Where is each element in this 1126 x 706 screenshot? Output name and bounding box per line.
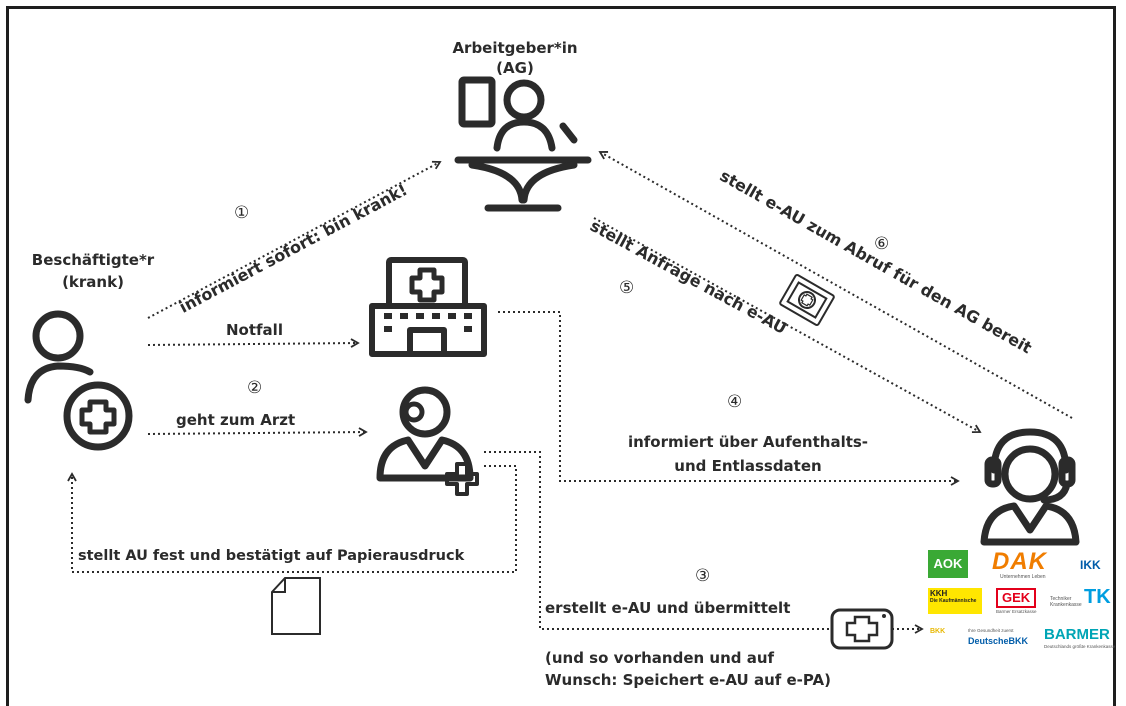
hospital-icon <box>369 257 487 357</box>
employee-label-line2: (krank) <box>62 273 124 291</box>
arrow-step5-employer-to-insurer <box>593 217 982 434</box>
employer-label-line1: Arbeitgeber*in <box>452 39 578 57</box>
dak-logo: DAK <box>992 548 1047 575</box>
step4-number: ④ <box>727 392 743 412</box>
employer-label-line2: (AG) <box>496 59 534 77</box>
sick-employee-icon <box>24 310 133 451</box>
kkh-name: KKH <box>930 589 948 598</box>
step3-number: ③ <box>695 566 711 586</box>
insurer-agent-icon <box>980 428 1080 546</box>
arrow-step6-insurer-to-employer <box>598 151 1073 419</box>
ikk-logo: IKK <box>1080 558 1101 572</box>
gek-subtitle: Barmer Ersatzkasse <box>996 609 1037 614</box>
gek-logo: GEK <box>996 588 1037 608</box>
kkh-subtitle: Die Kaufmännische <box>930 598 977 604</box>
employee-label-line1: Beschäftigte*r <box>31 251 155 269</box>
arrow-emergency-to-hospital <box>147 338 360 348</box>
step6-number: ⑥ <box>874 234 890 254</box>
barmer-subtitle: Deutschlands größte Krankenkasse <box>1044 644 1116 649</box>
step2-number: ② <box>247 378 263 398</box>
aok-logo: AOK <box>928 550 968 578</box>
e-au-document-icon <box>779 274 835 326</box>
e-au-card-icon <box>830 608 894 650</box>
kkh-logo: KKH Die Kaufmännische <box>928 588 982 614</box>
dak-subtitle: Unternehmen Leben <box>1000 574 1046 580</box>
doctor-icon <box>376 386 479 496</box>
arrow-step2-to-doctor <box>147 427 368 437</box>
arrow-step1-to-employer <box>147 160 442 319</box>
deutsche-bkk-subtitle: Ihre Gesundheit zuerst <box>968 628 1014 633</box>
tk-logo: TK <box>1084 586 1111 608</box>
step2-label: geht zum Arzt <box>176 411 296 429</box>
barmer-logo: BARMER <box>1044 626 1110 643</box>
step3-label: erstellt e-AU und übermittelt <box>545 599 791 617</box>
arrow-hospital-to-insurer <box>498 311 960 486</box>
step4-label-line1: informiert über Aufenthalts- <box>627 433 869 451</box>
step5-number: ⑤ <box>619 278 635 298</box>
bkk-logo: BKK <box>930 628 946 635</box>
step4-label-line2: und Entlassdaten <box>674 457 822 475</box>
step1-number: ① <box>234 203 250 223</box>
arrow-doctor-to-employee-paper <box>67 465 517 573</box>
paper-confirmation-label: stellt AU fest und bestätigt auf Papiera… <box>78 548 465 564</box>
emergency-label: Notfall <box>226 321 283 339</box>
paper-document-icon <box>271 577 321 635</box>
step3-note-line1: (und so vorhanden und auf <box>545 649 775 667</box>
diagram-frame <box>6 6 1116 706</box>
deutsche-bkk-logo: DeutscheBKK <box>968 636 1029 646</box>
employer-desk-icon <box>454 76 592 212</box>
tk-subtitle: Techniker Krankenkasse <box>1050 596 1082 608</box>
insurer-logos: AOK DAK Unternehmen Leben IKK KKH Die Ka… <box>928 548 1118 676</box>
step3-note-line2: Wunsch: Speichert e-AU auf e-PA) <box>545 671 831 689</box>
